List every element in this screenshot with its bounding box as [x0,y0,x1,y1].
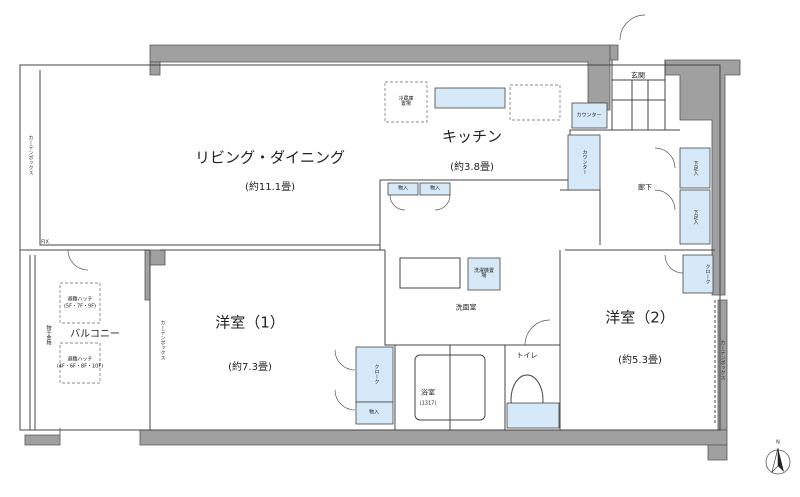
storage-1-label: 物入 [397,185,409,192]
hatch-2-label: 避難ハッチ [67,356,93,363]
hatch-1-floors: (5F・7F・9F) [63,303,97,310]
cloak-1-label: クローク [373,364,380,384]
doors [67,14,684,411]
storage-2-label: 物入 [429,185,441,192]
fridge-space-label: 冷蔵庫置場 [398,96,414,107]
entrance-label: 玄関 [631,71,645,80]
bathroom-size: (1317) [419,400,437,407]
counter-top-label: カウンター [576,112,602,119]
kitchen-label: キッチン [441,127,503,146]
hallway-label: 廊下 [638,183,652,192]
room1-label: 洋室（1） [215,313,285,332]
room2-label: 洋室（2） [605,308,675,327]
ldk-area: (約11.1畳) [244,182,296,193]
fixtures-blue [355,87,714,429]
compass [765,447,791,475]
curtain-box-1-label: カーテンボックス [27,135,34,175]
curtain-box-2-label: カーテンボックス [159,320,166,360]
hatch-1-label: 避難ハッチ [67,296,93,303]
curtain-box-3-label: カーテンボックス [719,340,726,380]
bathroom-label: 浴室 [421,388,435,397]
balcony-label: バルコニー [70,329,120,340]
washroom-label: 洗面室 [455,303,477,312]
interior-lines [19,60,721,431]
kitchen-area: (約3.8畳) [450,162,494,173]
fixture-outlines [59,81,561,384]
compass-north-label: N [776,439,780,446]
shoe-cabinet-2-label: 下足入 [692,209,699,225]
storage-3-label: 物入 [368,409,380,416]
cloak-2-label: クローク [704,264,711,284]
room1-area: (約7.3畳) [228,362,272,373]
ldk-label: リビング・ダイニング [194,148,346,167]
fix-window-label: FIX [41,239,49,246]
room2-area: (約5.3畳) [618,355,662,366]
counter-side-label: カウンター [581,149,588,175]
shoe-cabinet-1-label: 下足入 [692,160,699,176]
toilet-label: トイレ [516,351,538,360]
hatch-2-floors: (4F・6F・8F・10F) [56,363,104,370]
washer-space-label: 洗濯機置場 [473,268,494,279]
railing-label: 物干金物 [45,325,52,345]
